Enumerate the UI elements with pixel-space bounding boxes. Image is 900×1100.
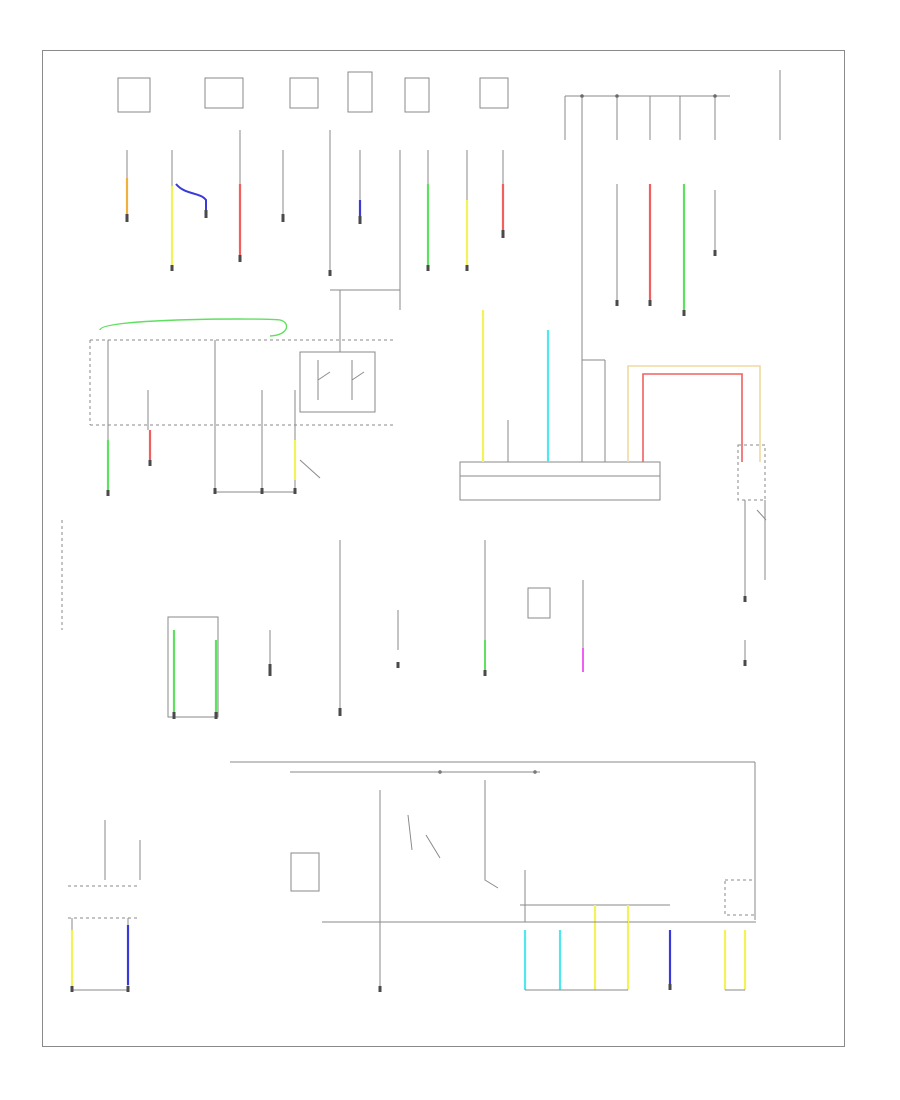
lower-center-components: [290, 780, 526, 992]
fuse-box-top-6: [479, 77, 509, 109]
fuse-box-top-5: [404, 77, 430, 113]
top-colored-wires: [125, 130, 716, 360]
fuse-box-top-3: [289, 77, 319, 109]
fuse-box-top-1: [117, 77, 151, 113]
fuse-box-top-2: [204, 77, 244, 109]
lower-middle-row: [61, 520, 584, 719]
fuse-box-top-4: [347, 71, 373, 113]
top-fuse-boxes: [117, 71, 509, 113]
left-relay-block: [89, 289, 400, 492]
fuse-drop-lines: [126, 130, 504, 310]
mid-left-colored-wires: [106, 430, 321, 496]
ground-symbols-top: [125, 210, 717, 316]
ignition-switch: [737, 444, 767, 666]
small-relay-lower: [527, 587, 551, 619]
top-right-bus: [564, 70, 781, 140]
connector-block: [459, 461, 661, 501]
wire-red-loop: [642, 373, 743, 462]
wire-green-loop: [99, 318, 288, 337]
wire-blue-1: [175, 183, 207, 210]
lower-left-module: [68, 820, 141, 992]
module-box-lower-left: [167, 616, 219, 718]
lower-center-box: [290, 852, 320, 892]
relay-switch-box: [299, 351, 376, 413]
lower-right-connector: [520, 879, 756, 991]
bottom-bus: [230, 761, 756, 923]
connector-block-right: [459, 310, 761, 501]
wire-tan-loop: [627, 365, 761, 462]
diagram-border: [42, 50, 845, 1047]
